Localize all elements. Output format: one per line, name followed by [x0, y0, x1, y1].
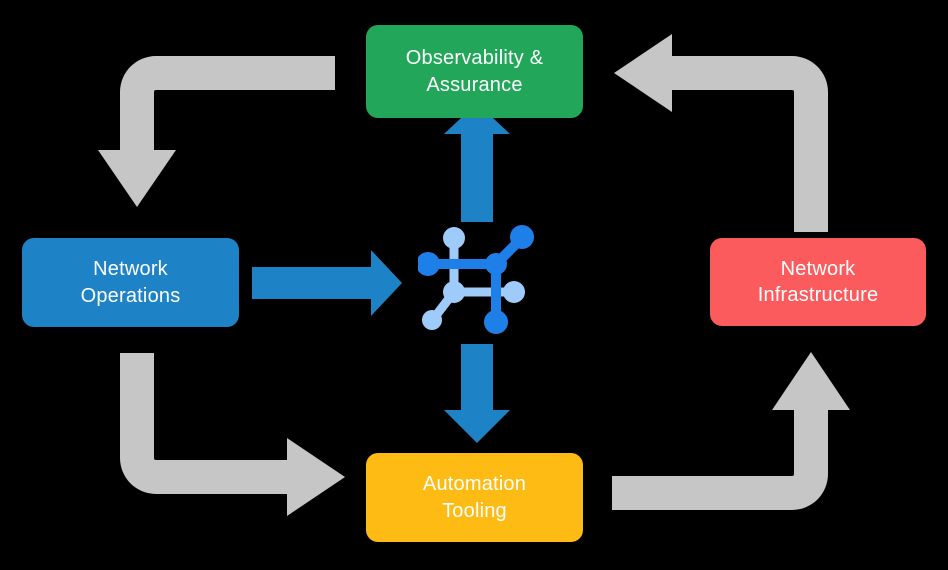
node-label-network-infrastructure: Network Infrastructure	[758, 256, 879, 309]
connector-center-to-automation	[444, 344, 510, 443]
node-box-network-infrastructure[interactable]: Network Infrastructure	[710, 238, 926, 326]
network-graph-icon	[418, 225, 534, 334]
node-label-line2: Assurance	[426, 73, 523, 96]
node-label-line1: Network	[780, 257, 856, 280]
node-label-observability-assurance: Observability & Assurance	[406, 45, 544, 98]
node-label-line2: Infrastructure	[757, 284, 879, 306]
node-label-line1: Network	[93, 258, 168, 281]
node-box-network-operations[interactable]: Network Operations	[22, 238, 239, 327]
connector-operations-to-automation	[120, 353, 345, 516]
node-label-automation-tooling: Automation Tooling	[423, 471, 526, 524]
node-label-line2: Tooling	[442, 499, 507, 522]
connector-automation-to-infrastructure	[612, 352, 850, 510]
network-graph-secondary-nodes	[422, 227, 525, 330]
node-box-observability-assurance[interactable]: Observability & Assurance	[366, 25, 583, 118]
connector-operations-to-center	[252, 250, 402, 316]
network-graph-primary-nodes	[418, 225, 534, 334]
connector-observability-to-operations	[98, 56, 335, 207]
node-label-network-operations: Network Operations	[81, 256, 181, 309]
node-label-line1: Observability &	[405, 47, 544, 70]
node-label-line2: Operations	[80, 284, 181, 307]
node-label-line1: Automation	[422, 473, 527, 496]
node-box-automation-tooling[interactable]: Automation Tooling	[366, 453, 583, 542]
connector-center-to-observability	[444, 103, 510, 222]
connector-infrastructure-to-observability	[614, 34, 828, 232]
